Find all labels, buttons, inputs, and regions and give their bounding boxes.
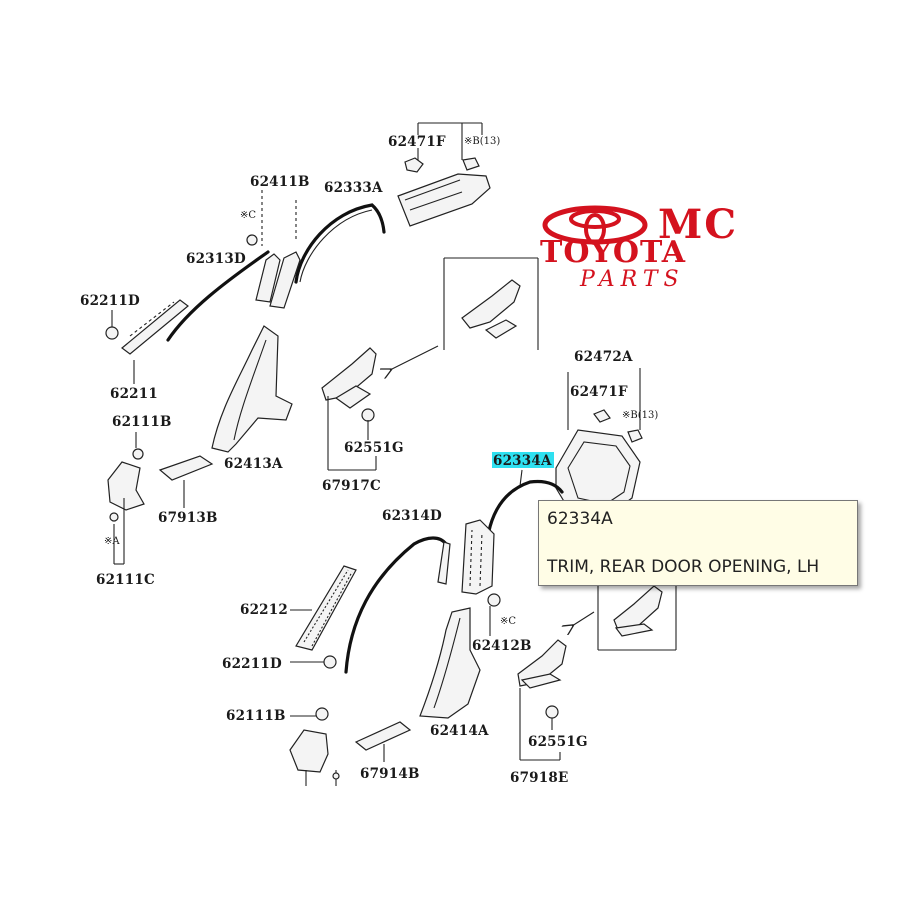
part-62211[interactable]: [121, 299, 189, 355]
label-62313D[interactable]: 62313D: [186, 251, 246, 267]
part-62111B-bracket[interactable]: [289, 729, 329, 773]
highlight-62334A: [492, 452, 554, 468]
part-62413A[interactable]: [211, 325, 293, 453]
label-62211D-bottom[interactable]: 62211D: [222, 656, 282, 672]
part-62111C-bracket[interactable]: [107, 461, 145, 511]
label-62412B[interactable]: 62412B: [472, 638, 532, 654]
label-62551G-top[interactable]: 62551G: [344, 440, 404, 456]
label-sC-mid: ※C: [500, 616, 516, 627]
part-62313D[interactable]: [166, 250, 270, 342]
part-67914B[interactable]: [354, 721, 412, 751]
logo-mc-text: MC: [658, 201, 739, 248]
label-sC-top: ※C: [240, 210, 256, 221]
inset-box-upper: [443, 257, 539, 350]
label-62111B-bottom[interactable]: 62111B: [226, 708, 286, 724]
part-62412B[interactable]: [461, 519, 495, 595]
part-62414A[interactable]: [419, 607, 481, 719]
label-62414A[interactable]: 62414A: [430, 723, 489, 739]
part-62212[interactable]: [295, 565, 357, 651]
label-62472A[interactable]: 62472A: [574, 349, 633, 365]
logo-brand-text: TOYOTA: [540, 235, 686, 270]
part-group-62471F-top[interactable]: [404, 122, 483, 173]
part-67918E[interactable]: [517, 639, 567, 689]
label-62111C[interactable]: 62111C: [96, 572, 155, 588]
part-67917C[interactable]: [321, 347, 377, 409]
inset-box-lower: [597, 584, 677, 651]
part-62314D[interactable]: [344, 536, 448, 674]
label-62111B-top[interactable]: 62111B: [112, 414, 172, 430]
toyota-logo: MC TOYOTA PARTS: [540, 201, 760, 295]
label-67914B[interactable]: 67914B: [360, 766, 420, 782]
tooltip-description: TRIM, REAR DOOR OPENING, LH: [547, 557, 820, 577]
label-62551G-bottom[interactable]: 62551G: [528, 734, 588, 750]
label-62471F-right[interactable]: 62471F: [570, 384, 628, 400]
label-62411B[interactable]: 62411B: [250, 174, 310, 190]
part-62333A[interactable]: [294, 203, 386, 284]
label-67913B[interactable]: 67913B: [158, 510, 218, 526]
label-62211D-top[interactable]: 62211D: [80, 293, 140, 309]
label-62334A[interactable]: 62334A: [493, 453, 552, 469]
label-sA: ※A: [104, 536, 120, 547]
tooltip-part-number: 62334A: [547, 509, 613, 529]
label-67917C[interactable]: 67917C: [322, 478, 381, 494]
part-62472A[interactable]: [555, 429, 641, 517]
part-tooltip: 62334A TRIM, REAR DOOR OPENING, LH: [538, 500, 858, 586]
part-67913B[interactable]: [158, 455, 214, 481]
part-62472A-top-bracket[interactable]: [397, 173, 491, 227]
label-62314D[interactable]: 62314D: [382, 508, 442, 524]
label-62333A[interactable]: 62333A: [324, 180, 383, 196]
label-62413A[interactable]: 62413A: [224, 456, 283, 472]
toyota-emblem-icon: [542, 205, 648, 245]
label-sB-top: ※B(13): [464, 136, 500, 147]
logo-parts-text: PARTS: [580, 267, 685, 292]
label-67918E[interactable]: 67918E: [510, 770, 568, 786]
label-62471F-top[interactable]: 62471F: [388, 134, 446, 150]
label-62212[interactable]: 62212: [240, 602, 288, 618]
label-62211[interactable]: 62211: [110, 386, 158, 402]
